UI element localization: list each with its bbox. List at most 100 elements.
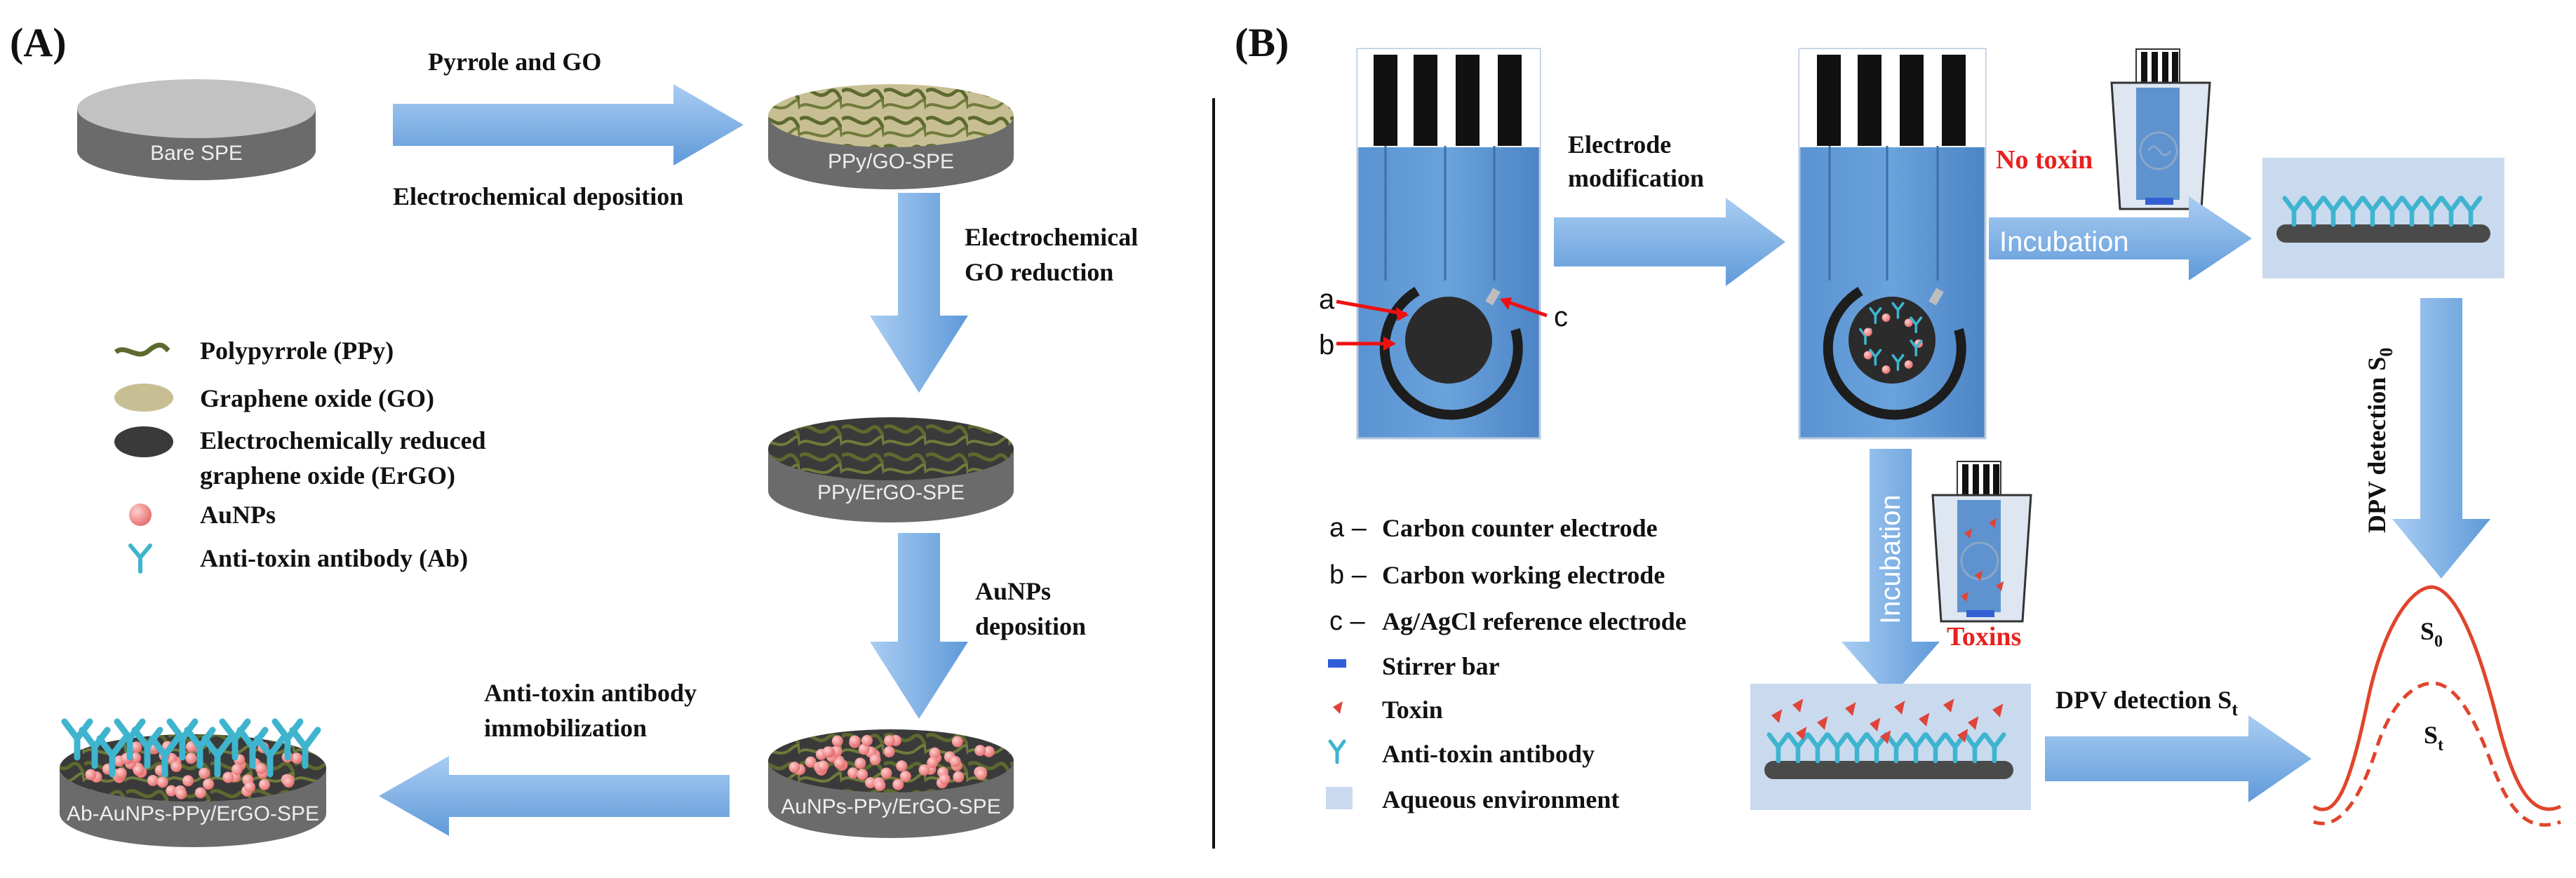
dpv-curves	[2312, 585, 2562, 827]
aunp-particle	[170, 761, 182, 773]
legend-row: Aqueous environment	[1326, 785, 1619, 813]
aqueous-swatch	[1326, 787, 1353, 809]
curve-s0	[2312, 585, 2562, 811]
aunp-particle	[1904, 360, 1913, 369]
legend-text: Aqueous environment	[1382, 785, 1619, 813]
aunp-particle	[1881, 313, 1891, 322]
toxin-icon	[1845, 702, 1856, 716]
vial-toxins	[1931, 461, 2032, 623]
toxin-icon	[1817, 716, 1828, 730]
legend-row: Toxin	[1333, 696, 1443, 724]
aunp-particle	[805, 756, 817, 768]
aunp-particle	[185, 752, 197, 764]
electrode-modification-l1: Electrode	[1568, 130, 1671, 158]
result-box-no-toxin	[2262, 158, 2504, 278]
legend-text: Stirrer bar	[1382, 652, 1500, 680]
legend-row: Anti-toxin antibody	[1328, 739, 1595, 768]
antibody-icon	[1891, 353, 1905, 371]
antibody-icon	[1910, 339, 1923, 357]
incubation-label-h: Incubation	[1999, 227, 2129, 257]
aunp-particle	[861, 735, 873, 747]
aunp-particle	[231, 764, 243, 776]
aunp-particle	[115, 767, 127, 779]
aunp-particle	[849, 735, 861, 747]
legend-aunps: AuNPs	[200, 501, 276, 529]
toxins-label: Toxins	[1947, 622, 2021, 651]
aunp-particle	[156, 776, 168, 788]
incubation-label-v: Incubation	[1875, 494, 1906, 624]
aunp-particle	[918, 764, 930, 776]
aunp-particle	[869, 754, 881, 766]
aunp-particle	[896, 760, 908, 772]
electrode-mark-a: a	[1319, 284, 1335, 315]
antibody-icon	[1806, 732, 1830, 764]
dpv-st-sub: t	[2232, 699, 2238, 720]
legend-ab: Anti-toxin antibody (Ab)	[200, 544, 468, 572]
electrode-mark-b: b	[1319, 330, 1334, 360]
aunp-particle	[983, 745, 995, 757]
antibody-icon	[2282, 196, 2306, 227]
aunp-particle	[1904, 318, 1913, 327]
aunp-particle	[222, 771, 234, 783]
arrow-dpv-s0	[2392, 298, 2490, 579]
ppy-go-spe-label: PPy/GO-SPE	[828, 150, 954, 173]
legend-mark: a –	[1329, 513, 1367, 543]
ppy-go-spe-disk: PPy/GO-SPE	[768, 84, 1014, 189]
aunp-particle	[833, 757, 845, 769]
step-electrochemical-deposition: Electrochemical deposition	[393, 182, 683, 210]
antibody-icon	[1845, 732, 1869, 764]
aunp-particle	[1863, 351, 1872, 360]
aunp-particle	[244, 781, 256, 793]
aunp-particle	[883, 745, 895, 757]
antibody-icon	[201, 735, 234, 778]
legend-row: Stirrer bar	[1328, 652, 1500, 680]
aunp-particle	[194, 787, 206, 799]
aunp-particle	[929, 747, 941, 759]
ppy-ergo-spe-label: PPy/ErGO-SPE	[817, 481, 965, 504]
arrow-incubation-toxins	[1842, 449, 1940, 698]
peak-st-label: St	[2424, 721, 2443, 755]
antibody-icon	[1869, 349, 1882, 366]
aunp-particle	[182, 775, 194, 787]
antibody-legend-icon	[128, 543, 152, 574]
aunp-particle	[927, 757, 939, 769]
legend-text: Anti-toxin antibody	[1382, 740, 1595, 768]
step-electrochemical-l1: Electrochemical	[965, 223, 1138, 251]
aunp-particle	[831, 735, 843, 747]
aunp-particle	[939, 774, 951, 785]
toxin-icon	[1943, 698, 1954, 712]
aunp-particle	[975, 769, 987, 781]
aunp-particle	[949, 755, 961, 767]
antibody-icon	[1910, 316, 1923, 334]
vial-no-toxin	[2110, 48, 2211, 210]
aunp-particle	[822, 746, 834, 758]
toxin-icon	[1796, 727, 1807, 741]
legend-mark: c –	[1329, 607, 1366, 636]
dpv-st-label: DPV detection St	[2055, 686, 2238, 720]
aunp-particle	[203, 778, 215, 790]
aunp-particle	[1863, 327, 1872, 337]
aunp-particle	[854, 757, 866, 769]
aunp-particle	[789, 762, 800, 774]
aunp-particle	[847, 767, 859, 779]
arrow-go-reduction	[870, 193, 968, 393]
curve-st	[2313, 681, 2561, 827]
arrow-pyrrole-go	[393, 84, 744, 166]
aunp-particle	[199, 767, 210, 779]
toxin-icon	[1870, 717, 1881, 731]
legend-ergo-l1: Electrochemically reduced	[200, 426, 486, 454]
dpv-s0-main: DPV detection S	[2363, 357, 2391, 533]
legend-text: Carbon working electrode	[1382, 561, 1665, 589]
toxin-icon	[1975, 570, 1983, 581]
legend-row: b –Carbon working electrode	[1329, 560, 1665, 590]
aunp-particle	[883, 735, 895, 747]
toxin-icon	[1989, 518, 1997, 528]
aunp-particle	[880, 767, 892, 779]
antibody-icon	[289, 727, 321, 769]
antibody-icon	[1983, 732, 2006, 764]
toxin-icon	[1894, 701, 1905, 715]
antibody-icon	[2420, 196, 2443, 227]
electrode-mark-c: c	[1554, 302, 1568, 332]
antibody-icon	[2459, 196, 2483, 227]
